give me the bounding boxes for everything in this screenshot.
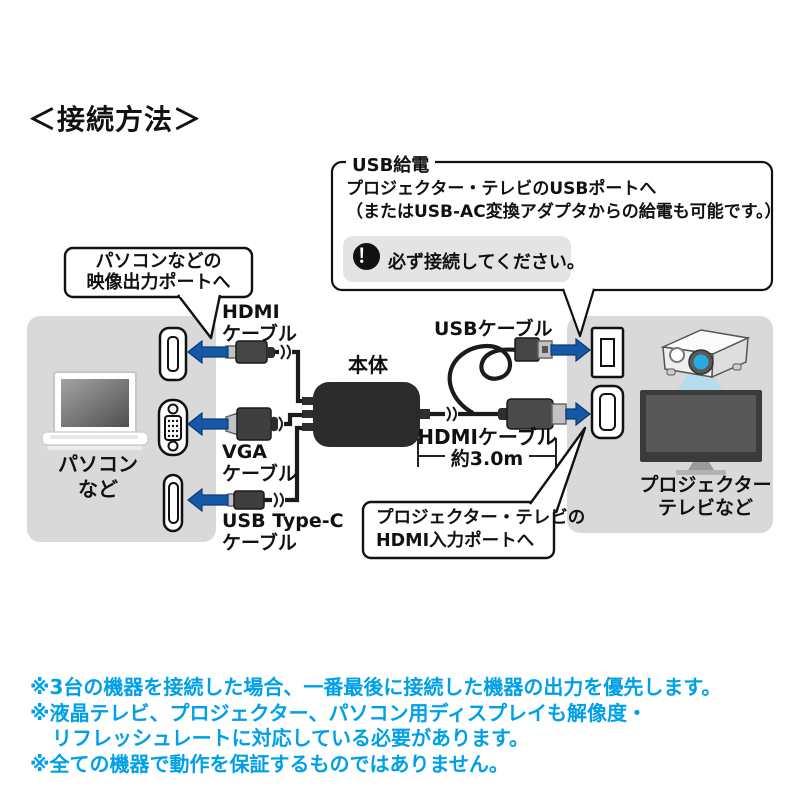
arrow-to-usb-port	[550, 337, 591, 363]
cable-length-label: 約3.0m	[450, 448, 524, 470]
pc-label-1: パソコン	[58, 452, 138, 476]
hdmi-cable-left-label-2: ケーブル	[222, 323, 297, 345]
vga-cable-label: VGA ケーブル	[222, 441, 297, 485]
usbc-cable-label-2: ケーブル	[222, 532, 297, 554]
vga-cable-label-1: VGA	[222, 441, 268, 463]
warning-text: 必ず接続してください。	[388, 252, 585, 273]
display-label-1: プロジェクター	[639, 474, 772, 496]
hdmi-plug-right	[498, 398, 567, 430]
warning-badge	[343, 236, 571, 282]
hdmi-input-callout: プロジェクター・テレビの HDMI入力ポートへ	[376, 507, 585, 553]
usb-power-box	[330, 160, 774, 338]
usb-power-line1: プロジェクター・テレビのUSBポートへ	[346, 179, 657, 199]
display-hdmi-port	[590, 384, 625, 440]
footnote-line: ※液晶テレビ、プロジェクター、パソコン用ディスプレイも解像度・	[30, 700, 648, 725]
usbc-plug	[225, 490, 265, 510]
pc-output-callout: パソコンなどの 映像出力ポートへ	[65, 251, 252, 293]
pc-hdmi-port	[158, 326, 188, 382]
display-usb-port	[590, 326, 625, 379]
usbc-cable-label: USB Type-C ケーブル	[222, 510, 344, 554]
length-bracket	[417, 438, 557, 467]
connection-arrows	[187, 337, 591, 513]
hdmi-cable-left-label-1: HDMI	[222, 301, 280, 323]
footnotes: ※3台の機器を接続した場合、一番最後に接続した機器の出力を優先します。 ※液晶テ…	[30, 675, 721, 777]
hdmi-cable-right-label: HDMIケーブル	[417, 425, 557, 449]
usb-cable-label: USBケーブル	[434, 318, 553, 340]
footnote-line: ※全ての機器で動作を保証するものではありません。	[30, 751, 509, 776]
pc-label-2: など	[78, 477, 118, 501]
footnote-line: ※3台の機器を接続した場合、一番最後に接続した機器の出力を優先します。	[30, 675, 722, 699]
hdmi-input-callout-line2: HDMI入力ポートへ	[376, 531, 535, 551]
footnote-line: リフレッシュレートに対応している必要があります。	[52, 726, 529, 750]
pc-vga-port	[157, 398, 189, 457]
usb-power-legend: USB給電	[346, 151, 436, 177]
vga-plug	[225, 407, 278, 441]
pc-label: パソコン など	[43, 452, 153, 502]
vga-cable-label-2: ケーブル	[222, 463, 297, 485]
usb-a-plug	[514, 337, 553, 362]
laptop-illustration	[41, 371, 149, 450]
arrow-to-vga-port	[187, 411, 229, 437]
usb-pigtail-cable	[447, 343, 518, 415]
pc-usbc-port	[162, 473, 184, 533]
page-title: ＜接続方法＞	[28, 103, 203, 136]
pc-output-callout-line1: パソコンなどの	[95, 251, 222, 272]
exclamation-icon: ！	[353, 243, 380, 270]
usb-power-line2: （またはUSB-AC変換アダプタからの給電も可能です。）	[346, 202, 782, 222]
projector-illustration	[660, 329, 751, 392]
hdmi-input-callout-line1: プロジェクター・テレビの	[376, 508, 586, 528]
display-label-2: テレビなど	[657, 497, 753, 519]
display-label: プロジェクター テレビなど	[628, 474, 783, 520]
main-unit-label: 本体	[348, 353, 388, 377]
pc-output-callout-line2: 映像出力ポートへ	[86, 272, 231, 293]
arrow-to-hdmi-port	[187, 339, 229, 365]
arrow-to-usbc-port	[187, 487, 229, 513]
usbc-cable-label-1: USB Type-C	[222, 510, 344, 532]
hdmi-plug-left	[225, 340, 275, 364]
left-callout-box	[63, 246, 254, 340]
arrow-to-hdmi-in-port	[565, 401, 591, 427]
hdmi-cable-left-label: HDMI ケーブル	[222, 301, 297, 345]
main-unit	[302, 382, 430, 447]
right-callout-box	[361, 426, 587, 560]
tv-illustration	[640, 390, 762, 475]
